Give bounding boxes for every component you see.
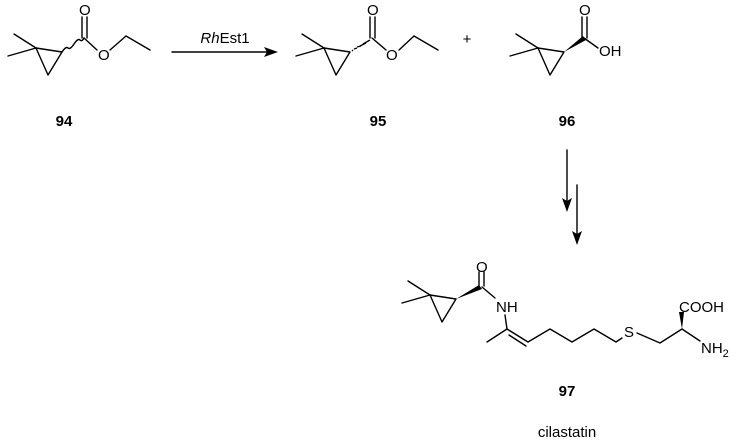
compound-94-structure: O O [7, 2, 151, 76]
reaction-arrow [171, 47, 278, 57]
ethyl-bond [125, 35, 151, 51]
ethyl-bond [109, 35, 127, 51]
compound-label-94: 94 [56, 113, 73, 130]
amide-oxygen: O [476, 259, 488, 276]
ester-bond [83, 37, 98, 51]
compound-95-structure: O O [295, 2, 439, 76]
amide-nh: NH [496, 299, 518, 316]
wavy-bond [61, 37, 85, 53]
bold-wedge-bond [679, 312, 684, 329]
methyl-bond [13, 33, 37, 49]
enzyme-label: RhEst1 [200, 30, 249, 47]
compound-label-95: 95 [370, 113, 387, 130]
compound-96-structure: O OH [509, 2, 622, 76]
carbonyl-oxygen: O [367, 2, 379, 19]
ester-oxygen: O [98, 47, 110, 64]
ring-bond [35, 47, 63, 76]
compound-name-97: cilastatin [538, 424, 596, 441]
compound-label-97: 97 [559, 383, 576, 400]
bold-wedge-bond [564, 36, 586, 52]
methyl-bond [7, 47, 37, 57]
carboxyl-group: COOH [679, 299, 724, 316]
sulfur-atom: S [624, 324, 634, 341]
hydroxyl-group: OH [599, 43, 622, 60]
plus-sign: + [463, 31, 472, 48]
carbonyl-oxygen: O [579, 2, 591, 19]
bold-wedge-bond [456, 285, 482, 299]
compound-label-96: 96 [559, 113, 576, 130]
ester-oxygen: O [386, 47, 398, 64]
compound-97-structure: O NH S COOH NH2 [401, 259, 729, 360]
amino-group: NH2 [701, 340, 729, 360]
hashed-wedge-bond [351, 39, 371, 52]
multistep-arrows [562, 149, 582, 245]
carbonyl-oxygen: O [79, 2, 91, 19]
